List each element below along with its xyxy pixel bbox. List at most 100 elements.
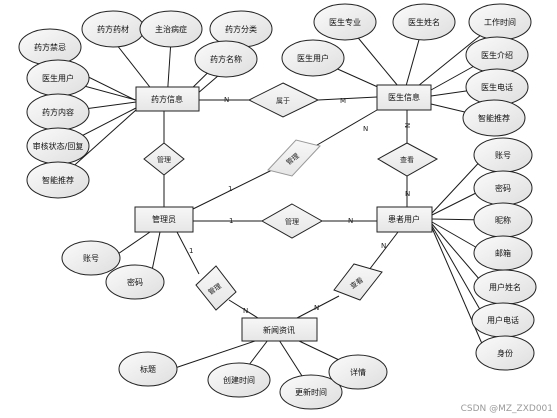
attr-patient-name: 用户姓名	[473, 269, 537, 305]
attr-news-created: 创建时间	[207, 362, 271, 398]
attr-patient-name-label: 用户姓名	[489, 282, 521, 292]
attr-admin-password: 密码	[105, 264, 165, 300]
attr-drug-content-label: 药方内容	[42, 107, 74, 117]
rel-view-news: 查看	[333, 263, 383, 301]
entity-news: 新闻资讯	[241, 317, 318, 342]
card-admin-patient-1: 1	[229, 217, 233, 225]
attr-drug-doctor-user-label: 医生用户	[42, 73, 74, 83]
patient-attributes: 账号 密码 昵称 邮箱 用户姓名 用户电话 身份	[471, 137, 537, 371]
attr-patient-password-label: 密码	[495, 183, 511, 193]
attr-patient-account-label: 账号	[495, 151, 511, 160]
attr-drug-herbs: 药方药材	[81, 10, 145, 48]
card-view-doc-top: N	[404, 123, 412, 128]
attr-drug-taboo-label: 药方禁忌	[34, 42, 66, 52]
entity-drug-info-label: 药方信息	[151, 94, 183, 104]
attr-drug-smart-recommend-label: 智能推荐	[42, 175, 74, 185]
card-belongs-left: N	[224, 96, 229, 104]
attr-patient-phone: 用户电话	[471, 302, 535, 338]
attr-doctor-intro: 医生介绍	[465, 36, 529, 74]
doctor-attributes: 医生专业 医生姓名 工作时间 医生用户 医生介绍 医生电话 智能推荐	[281, 3, 532, 137]
card-admin-patient-n: N	[348, 217, 353, 225]
entity-patient: 患者用户	[376, 206, 433, 233]
entity-doctor-info: 医生信息	[376, 84, 432, 111]
entity-patient-label: 患者用户	[388, 214, 420, 224]
cardinalities: N M 1 N N N 1 N 1 N N N	[189, 96, 412, 315]
attr-patient-identity-label: 身份	[497, 348, 513, 358]
rel-manage-patient: 管理	[260, 203, 324, 239]
relationships: 属于 管理 管理 查看 管理 管理 查看	[143, 82, 439, 311]
attr-admin-account: 账号	[61, 240, 121, 276]
attr-news-detail-label: 详情	[350, 367, 366, 377]
attr-drug-disease: 主治病症	[139, 10, 203, 48]
attr-doctor-major: 医生专业	[313, 3, 377, 41]
rel-view-doctor: 查看	[376, 142, 439, 177]
drug-attributes: 药方药材 主治病症 药方分类 药方禁忌 药方名称 医生用户 药方内容 审核状态/…	[18, 10, 273, 199]
attr-drug-disease-label: 主治病症	[155, 24, 187, 34]
card-admin-news-n: N	[243, 307, 248, 315]
rel-manage-drug: 管理	[143, 142, 185, 176]
rel-manage-drug-label: 管理	[157, 155, 171, 164]
attr-news-updated: 更新时间	[279, 374, 343, 410]
rel-manage-news: 管理	[195, 265, 237, 311]
attr-drug-review-status-label: 审核状态/回复	[33, 141, 84, 151]
entity-doctor-info-label: 医生信息	[388, 92, 420, 102]
attr-patient-email: 邮箱	[473, 235, 533, 271]
card-view-doc-bottom: N	[405, 190, 410, 198]
attr-drug-content: 药方内容	[26, 93, 90, 131]
attr-news-updated-label: 更新时间	[295, 387, 327, 397]
entity-admin: 管理员	[134, 206, 194, 233]
attr-patient-phone-label: 用户电话	[487, 315, 519, 325]
attr-doctor-smart-recommend-label: 智能推荐	[478, 113, 510, 123]
attr-doctor-phone-label: 医生电话	[481, 82, 513, 92]
card-belongs-right: M	[340, 97, 346, 105]
card-admin-news-1: 1	[189, 247, 193, 255]
attr-admin-password-label: 密码	[127, 277, 143, 287]
rel-belongs-label: 属于	[276, 97, 290, 105]
attr-drug-review-status: 审核状态/回复	[26, 127, 90, 165]
card-admin-doc-1: 1	[228, 185, 232, 193]
attr-news-title: 标题	[118, 351, 178, 387]
entity-admin-label: 管理员	[152, 214, 176, 224]
attr-doctor-intro-label: 医生介绍	[481, 50, 513, 60]
attr-doctor-smart-recommend: 智能推荐	[462, 99, 526, 137]
attr-doctor-major-label: 医生专业	[329, 17, 361, 27]
attr-admin-account-label: 账号	[83, 254, 99, 263]
attr-drug-doctor-user: 医生用户	[26, 59, 90, 97]
attr-patient-identity: 身份	[475, 335, 535, 371]
entity-drug-info: 药方信息	[135, 86, 200, 112]
rel-manage-patient-label: 管理	[285, 217, 299, 226]
rel-belongs: 属于	[247, 82, 320, 118]
attr-drug-smart-recommend: 智能推荐	[26, 161, 90, 199]
entities: 药方信息 医生信息 管理员 患者用户 新闻资讯	[134, 84, 433, 342]
attr-news-detail: 详情	[328, 354, 388, 390]
attr-doctor-name: 医生姓名	[392, 3, 456, 41]
attr-doctor-work-time-label: 工作时间	[484, 17, 516, 27]
admin-attributes: 账号 密码	[61, 240, 165, 300]
card-patient-news-top: N	[381, 242, 386, 250]
rel-view-doctor-label: 查看	[400, 155, 414, 164]
attr-drug-category-label: 药方分类	[225, 24, 257, 34]
news-attributes: 标题 创建时间 更新时间 详情	[118, 351, 388, 410]
watermark: CSDN @MZ_ZXD001	[461, 404, 553, 414]
attr-patient-nickname: 昵称	[473, 202, 533, 238]
attr-drug-name: 药方名称	[194, 40, 258, 78]
attr-news-created-label: 创建时间	[223, 375, 255, 385]
attr-news-title-label: 标题	[140, 364, 156, 374]
card-patient-news-bottom: N	[314, 304, 319, 312]
attr-patient-email-label: 邮箱	[495, 248, 511, 258]
attr-patient-account: 账号	[473, 137, 533, 173]
attr-doctor-name-label: 医生姓名	[408, 17, 440, 27]
attr-doctor-phone: 医生电话	[465, 68, 529, 106]
attr-patient-nickname-label: 昵称	[495, 215, 511, 225]
rel-manage-doctor: 管理	[267, 139, 321, 177]
attr-drug-taboo: 药方禁忌	[18, 28, 82, 66]
attr-doctor-work-time: 工作时间	[468, 3, 532, 41]
attr-doctor-user: 医生用户	[281, 39, 345, 77]
attr-drug-name-label: 药方名称	[210, 54, 242, 64]
attr-patient-password: 密码	[473, 170, 533, 206]
entity-news-label: 新闻资讯	[263, 325, 295, 335]
attr-doctor-user-label: 医生用户	[297, 53, 329, 63]
card-admin-doc-n: N	[363, 125, 368, 133]
